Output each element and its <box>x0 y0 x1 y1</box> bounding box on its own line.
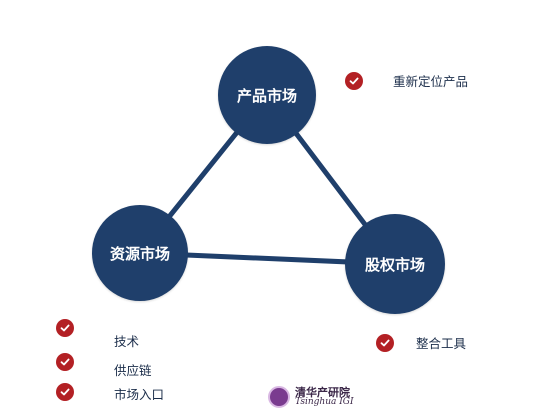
note-resource-label: 供应链 <box>114 363 152 378</box>
check-circle-icon <box>56 352 74 371</box>
brand-name-cn: 清华产研院 <box>295 385 350 399</box>
note-equity-label: 整合工具 <box>416 336 467 351</box>
node-resource-label: 资源市场 <box>109 244 170 263</box>
node-product-market: 产品市场 <box>218 46 316 144</box>
check-circle-icon <box>56 318 74 337</box>
note-resource-label: 市场入口 <box>114 387 165 402</box>
brand-logo: 清华产研院 Tsinghua IGI <box>268 386 354 408</box>
check-circle-icon <box>376 333 394 352</box>
note-product-label: 重新定位产品 <box>393 74 469 89</box>
node-product-label: 产品市场 <box>236 86 297 105</box>
brand-text: 清华产研院 Tsinghua IGI <box>295 385 354 408</box>
note-equity-0: 整合工具 <box>376 333 466 352</box>
note-resource-label: 技术 <box>114 334 140 349</box>
note-product-0: 重新定位产品 <box>345 71 468 90</box>
node-equity-market: 股权市场 <box>345 214 445 314</box>
check-circle-icon <box>56 382 74 401</box>
node-equity-label: 股权市场 <box>364 255 425 274</box>
note-resource-1: 供应链 <box>56 344 152 379</box>
note-resource-0: 技术 <box>56 305 139 350</box>
note-resource-2: 市场入口 <box>56 380 164 403</box>
brand-name-en: Tsinghua IGI <box>295 397 354 408</box>
seal-logo-icon <box>268 386 290 408</box>
node-resource-market: 资源市场 <box>92 205 188 301</box>
check-circle-icon <box>345 71 363 90</box>
